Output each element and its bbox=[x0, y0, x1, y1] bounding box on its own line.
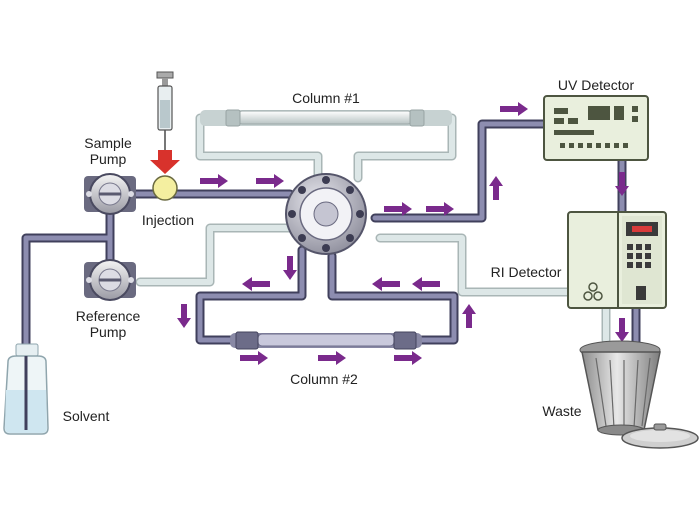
trash-can-icon bbox=[579, 340, 699, 449]
flow-arrow bbox=[426, 202, 454, 216]
uv-detector-label: UV Detector bbox=[558, 77, 635, 93]
sample-pump bbox=[84, 173, 136, 215]
waste-label: Waste bbox=[542, 403, 581, 419]
solvent-label: Solvent bbox=[63, 408, 110, 424]
flow-arrow bbox=[615, 172, 629, 196]
reference-pump bbox=[84, 259, 136, 301]
sample-pump-label-line1: Sample bbox=[84, 135, 132, 151]
reference-pump-label-line1: Reference bbox=[76, 308, 141, 324]
flow-arrow bbox=[256, 174, 284, 188]
solvent-bottle bbox=[3, 343, 49, 435]
flow-arrow bbox=[242, 277, 270, 291]
flow-arrow bbox=[318, 351, 346, 365]
flow-arrow bbox=[462, 304, 476, 328]
flow-arrow bbox=[500, 102, 528, 116]
injection-arrow bbox=[150, 150, 180, 174]
flow-arrow bbox=[372, 277, 400, 291]
flow-arrow bbox=[384, 202, 412, 216]
labels: Column #1 UV Detector Sample Pump Inject… bbox=[63, 77, 635, 424]
flow-arrow bbox=[283, 256, 297, 280]
flow-arrow bbox=[489, 176, 503, 200]
injection-label: Injection bbox=[142, 212, 194, 228]
reference-pump-label-line2: Pump bbox=[90, 324, 127, 340]
flow-arrow bbox=[412, 277, 440, 291]
column-2 bbox=[230, 331, 422, 350]
syringe-icon bbox=[156, 71, 174, 150]
ri-detector bbox=[567, 211, 667, 309]
injection-port bbox=[152, 175, 178, 201]
column-1-label: Column #1 bbox=[292, 90, 360, 106]
flow-arrow bbox=[615, 318, 629, 342]
flow-arrow bbox=[200, 174, 228, 188]
flow-arrow bbox=[177, 304, 191, 328]
column-1 bbox=[200, 109, 452, 127]
flow-arrow bbox=[394, 351, 422, 365]
column-2-label: Column #2 bbox=[290, 371, 358, 387]
flow-arrows bbox=[177, 102, 629, 365]
inactive-tubing bbox=[135, 113, 611, 345]
sample-pump-label-line2: Pump bbox=[90, 151, 127, 167]
flow-arrow bbox=[240, 351, 268, 365]
uv-detector bbox=[543, 95, 649, 161]
ri-detector-label: RI Detector bbox=[491, 264, 562, 280]
valve-icon bbox=[285, 173, 367, 255]
